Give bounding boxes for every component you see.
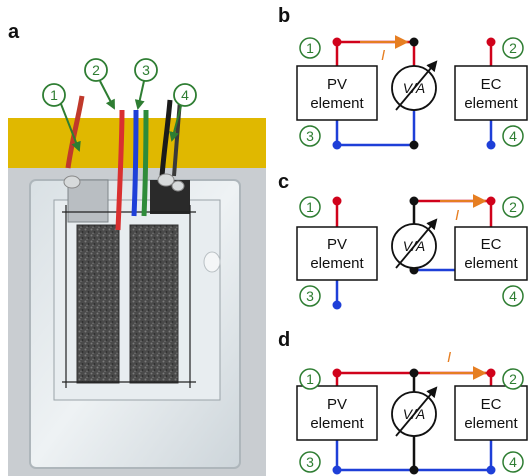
pv-element-box — [296, 226, 378, 281]
pv-element-box — [296, 65, 378, 121]
svg-text:I: I — [381, 47, 385, 64]
svg-text:1: 1 — [50, 87, 58, 103]
svg-text:4: 4 — [181, 87, 189, 103]
panel-letter-c: c — [278, 171, 289, 193]
ec-element-box — [454, 385, 528, 441]
circuit-c: PV element EC element V/A I 1 2 3 4 — [296, 194, 528, 310]
svg-text:4: 4 — [509, 288, 517, 304]
svg-text:element: element — [464, 415, 518, 432]
svg-text:3: 3 — [142, 62, 150, 78]
svg-text:2: 2 — [509, 371, 517, 387]
device-photo — [8, 95, 266, 476]
svg-text:element: element — [310, 255, 364, 272]
svg-text:EC: EC — [481, 236, 502, 253]
svg-text:3: 3 — [306, 288, 314, 304]
photo-terminal-2: 2 — [84, 58, 115, 110]
svg-text:4: 4 — [509, 128, 517, 144]
svg-text:element: element — [464, 255, 518, 272]
panel-letter-a: a — [8, 21, 20, 43]
ec-element-box — [454, 226, 528, 281]
photo-terminal-1: 1 — [42, 83, 81, 152]
electrode-right — [129, 224, 179, 384]
svg-text:PV: PV — [327, 236, 347, 253]
svg-text:1: 1 — [306, 199, 314, 215]
photo-terminal-3: 3 — [134, 58, 158, 110]
circuit-d: PV element EC element V/A I 1 2 3 4 — [296, 349, 528, 475]
pv-element-box — [296, 385, 378, 441]
svg-text:4: 4 — [509, 454, 517, 470]
svg-text:EC: EC — [481, 396, 502, 413]
svg-text:I: I — [455, 207, 459, 224]
electrode-left — [76, 224, 120, 384]
svg-text:EC: EC — [481, 76, 502, 93]
svg-text:element: element — [310, 415, 364, 432]
svg-text:element: element — [464, 95, 518, 112]
svg-text:2: 2 — [92, 62, 100, 78]
svg-text:3: 3 — [306, 454, 314, 470]
svg-text:PV: PV — [327, 396, 347, 413]
svg-text:2: 2 — [509, 199, 517, 215]
svg-text:3: 3 — [306, 128, 314, 144]
svg-text:element: element — [310, 95, 364, 112]
svg-text:1: 1 — [306, 371, 314, 387]
svg-text:1: 1 — [306, 40, 314, 56]
panel-letter-b: b — [278, 5, 290, 27]
svg-text:2: 2 — [509, 40, 517, 56]
circuit-b: PV element EC element V/A I 1 2 3 4 — [296, 35, 528, 150]
svg-text:I: I — [447, 349, 451, 366]
ec-element-box — [454, 65, 528, 121]
photo-terminal-4: 4 — [169, 83, 197, 142]
svg-text:PV: PV — [327, 76, 347, 93]
panel-letter-d: d — [278, 329, 290, 351]
